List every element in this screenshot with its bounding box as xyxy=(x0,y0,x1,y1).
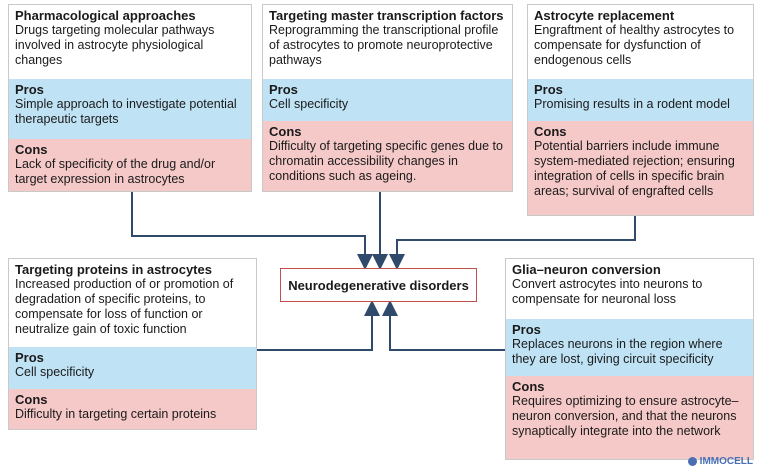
pros-text: Cell specificity xyxy=(269,97,349,111)
card-title: Glia–neuron conversion xyxy=(512,262,661,277)
cons-text: Difficulty in targeting certain proteins xyxy=(15,407,217,421)
pros-label: Pros xyxy=(269,82,298,97)
card-title: Targeting proteins in astrocytes xyxy=(15,262,212,277)
pros-section: Pros Cell specificity xyxy=(263,79,512,121)
card-astrocyte-replacement: Astrocyte replacement Engraftment of hea… xyxy=(527,4,754,216)
card-pharmacological: Pharmacological approaches Drugs targeti… xyxy=(8,4,252,192)
cons-section: Cons Lack of specificity of the drug and… xyxy=(9,139,251,191)
card-title: Astrocyte replacement xyxy=(534,8,675,23)
cons-label: Cons xyxy=(512,379,545,394)
pros-text: Simple approach to investigate potential… xyxy=(15,97,237,126)
pros-text: Replaces neurons in the region where the… xyxy=(512,337,723,366)
cons-text: Potential barriers include immune system… xyxy=(534,139,735,198)
card-description: Convert astrocytes into neurons to compe… xyxy=(512,277,703,306)
card-description: Drugs targeting molecular pathways invol… xyxy=(15,23,215,67)
pros-section: Pros Cell specificity xyxy=(9,347,256,389)
cons-section: Cons Difficulty of targeting specific ge… xyxy=(263,121,512,191)
card-targeting-proteins: Targeting proteins in astrocytes Increas… xyxy=(8,258,257,430)
card-header: Targeting master transcription factors R… xyxy=(263,5,512,79)
cons-section: Cons Requires optimizing to ensure astro… xyxy=(506,376,753,459)
neurodegenerative-disorders-box: Neurodegenerative disorders xyxy=(280,268,477,302)
card-glia-neuron-conversion: Glia–neuron conversion Convert astrocyte… xyxy=(505,258,754,460)
card-title: Pharmacological approaches xyxy=(15,8,196,23)
pros-label: Pros xyxy=(512,322,541,337)
arrow-replacement xyxy=(389,216,636,270)
arrow-pharmacological xyxy=(131,192,373,270)
arrow-conversion xyxy=(382,300,505,351)
card-header: Glia–neuron conversion Convert astrocyte… xyxy=(506,259,753,319)
cons-section: Cons Potential barriers include immune s… xyxy=(528,121,753,215)
pros-section: Pros Simple approach to investigate pote… xyxy=(9,79,251,139)
card-transcription-factors: Targeting master transcription factors R… xyxy=(262,4,513,192)
watermark-logo-icon xyxy=(687,457,697,466)
pros-section: Pros Replaces neurons in the region wher… xyxy=(506,319,753,376)
cons-label: Cons xyxy=(15,142,48,157)
pros-label: Pros xyxy=(534,82,563,97)
cons-text: Lack of specificity of the drug and/or t… xyxy=(15,157,216,186)
pros-text: Promising results in a rodent model xyxy=(534,97,730,111)
cons-label: Cons xyxy=(534,124,567,139)
arrow-proteins xyxy=(257,300,380,351)
watermark: IMMOCELL xyxy=(687,456,753,467)
card-header: Pharmacological approaches Drugs targeti… xyxy=(9,5,251,79)
card-description: Increased production of or promotion of … xyxy=(15,277,234,336)
cons-section: Cons Difficulty in targeting certain pro… xyxy=(9,389,256,429)
pros-text: Cell specificity xyxy=(15,365,95,379)
card-header: Astrocyte replacement Engraftment of hea… xyxy=(528,5,753,79)
cons-label: Cons xyxy=(15,392,48,407)
pros-label: Pros xyxy=(15,82,44,97)
card-description: Engraftment of healthy astrocytes to com… xyxy=(534,23,735,67)
cons-label: Cons xyxy=(269,124,302,139)
card-description: Reprogramming the transcriptional profil… xyxy=(269,23,499,67)
card-title: Targeting master transcription factors xyxy=(269,8,504,23)
cons-text: Difficulty of targeting specific genes d… xyxy=(269,139,503,183)
card-header: Targeting proteins in astrocytes Increas… xyxy=(9,259,256,347)
watermark-text: IMMOCELL xyxy=(699,456,753,467)
cons-text: Requires optimizing to ensure astrocyte–… xyxy=(512,394,739,438)
pros-label: Pros xyxy=(15,350,44,365)
pros-section: Pros Promising results in a rodent model xyxy=(528,79,753,121)
